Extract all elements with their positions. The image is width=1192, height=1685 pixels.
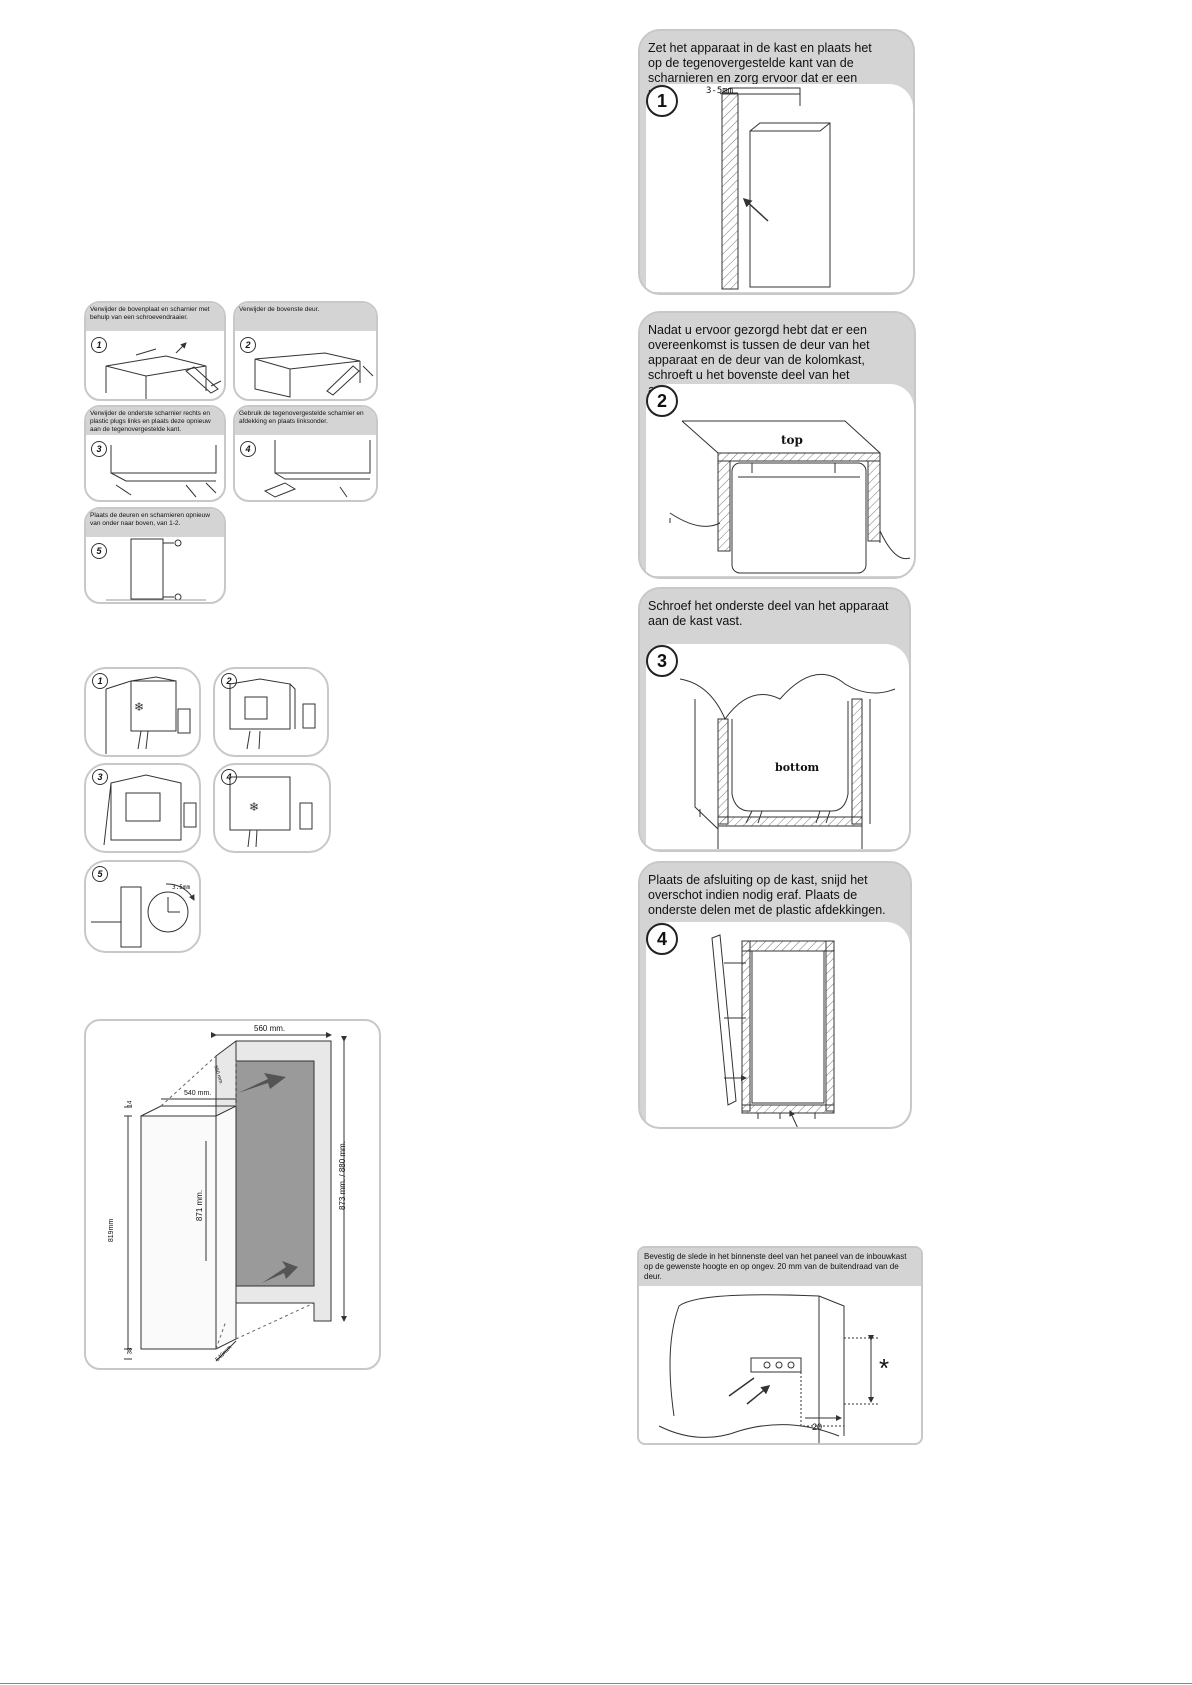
page-bottom-rule [0,1683,1192,1684]
dim-height-appliance: 819mm [108,1218,116,1243]
install-step-panel-2: 2 [213,667,329,757]
gap-3-5mm-label: 3-5mm [706,86,734,96]
bottom-label: bottom [775,761,820,774]
slide-caption: Bevestig de slede in het binnenste deel … [639,1248,921,1286]
reversal-panel-2: Verwijder de bovenste deur. 2 [233,301,378,401]
reassemble-doors-drawing [106,538,206,601]
install-step-number-1: 1 [92,673,108,689]
svg-text:❄: ❄ [249,800,259,814]
dim-width-cabinet: 560 mm. [254,1024,286,1033]
reversal-panel-1: Verwijder de bovenplaat en scharnier met… [84,301,226,401]
cabinet-door-drawing [229,678,316,750]
cover-strip-drawing [711,934,835,1127]
top-label: top [781,433,803,447]
install-step-panel-1: 1 ❄ [84,667,201,757]
reversal-caption-1: Verwijder de bovenplaat en scharnier met… [86,303,224,331]
slide-height-mark: * [879,1353,890,1383]
bottom-mount-drawing [679,673,896,849]
install-step-number-5: 5 [92,866,108,882]
mount-step-number-2: 2 [646,385,678,417]
step-number-5: 5 [91,543,107,559]
door-gap-clock-drawing [91,883,195,948]
step-number-1: 1 [91,337,107,353]
reversal-panel-5: Plaats de deuren en scharnieren opnieuw … [84,507,226,604]
opposite-hinge-drawing [263,440,371,498]
slide-mount-drawing [658,1294,879,1443]
step-number-4: 4 [240,441,256,457]
reversal-caption-2: Verwijder de bovenste deur. [235,303,376,331]
install-step-number-2: 2 [221,673,237,689]
mount-panel-1: Zet het apparaat in de kast en plaats he… [638,29,915,295]
dim-width-appliance: 540 mm. [184,1090,212,1097]
dimension-drawing [124,1032,347,1362]
mount-panel-2: Nadat u ervoor gezorgd hebt dat er een o… [638,311,916,579]
gap-label: 3.5mm [172,884,191,891]
mount-step-number-4: 4 [646,923,678,955]
slide-distance-label: 20 [812,1422,823,1432]
dimensions-panel: 560 mm. 550 mm. 540 mm. 14 819mm 871 mm.… [84,1019,381,1370]
remove-top-plate-drawing [105,331,222,399]
install-step-panel-5: 5 3.5mm [84,860,201,953]
top-mount-drawing [669,420,911,574]
mount-caption-4: Plaats de afsluiting op de kast, snijd h… [640,863,906,926]
dim-top-gap: 14 [127,1100,134,1108]
reversal-caption-5: Plaats de deuren en scharnieren opnieuw … [86,509,224,537]
reversal-caption-4: Gebruik de tegenovergestelde scharnier e… [235,407,376,435]
step-number-2: 2 [240,337,256,353]
lower-hinge-drawing [110,445,217,498]
mount-panel-3: Schroef het onderste deel van het appara… [638,587,911,852]
svg-text:❄: ❄ [134,700,144,714]
mount-caption-3: Schroef het onderste deel van het appara… [640,589,899,637]
mount-step-number-1: 1 [646,85,678,117]
remove-upper-door-drawing [254,352,374,398]
slide-panel: Bevestig de slede in het binnenste deel … [637,1246,923,1445]
insert-appliance-drawing [719,87,831,290]
install-step-panel-3: 3 [84,763,201,853]
step-number-3: 3 [91,441,107,457]
dim-height-cabinet: 873 mm. / 880 mm. [337,1141,347,1210]
mount-step-number-3: 3 [646,645,678,677]
reversal-panel-4: Gebruik de tegenovergestelde scharnier e… [233,405,378,502]
dim-bottom-gap: 38 [127,1347,134,1355]
dim-height-inner: 871 mm. [195,1189,205,1222]
cabinet-inner-drawing [103,774,197,846]
install-step-number-3: 3 [92,769,108,785]
reversal-panel-3: Verwijder de onderste scharnier rechts e… [84,405,226,502]
reversal-caption-3: Verwijder de onderste scharnier rechts e… [86,407,224,435]
install-step-panel-4: 4 ❄ [213,763,331,853]
cabinet-open-drawing: ❄ [105,676,191,754]
mount-panel-4: Plaats de afsluiting op de kast, snijd h… [638,861,912,1129]
cabinet-closed-drawing: ❄ [229,776,313,848]
